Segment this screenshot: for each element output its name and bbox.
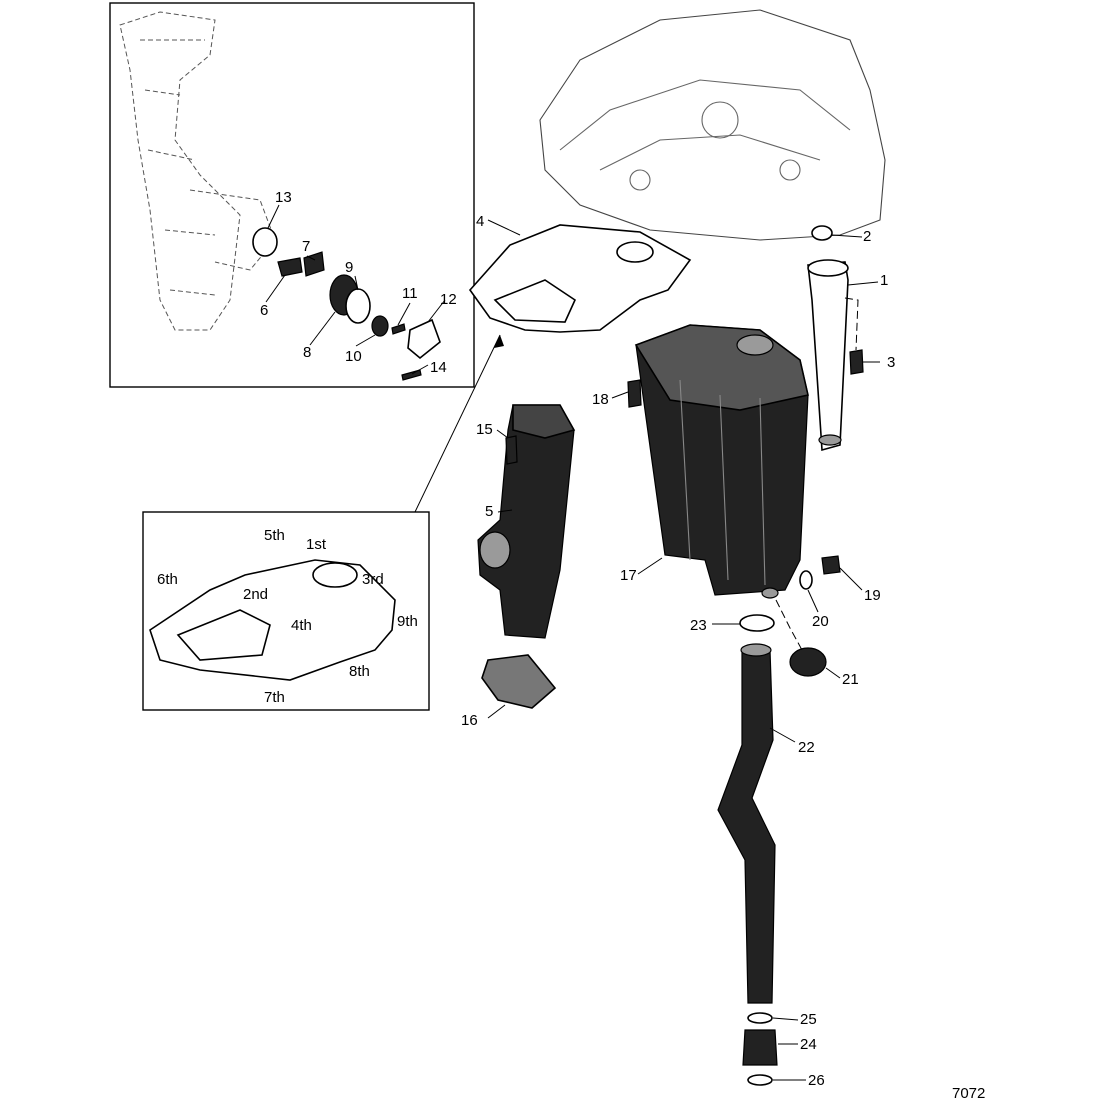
callout-24: 24 — [800, 1036, 817, 1053]
part-4-adapter-gasket — [468, 224, 692, 333]
callout-21: 21 — [842, 671, 859, 688]
part-10-oring — [371, 315, 389, 337]
part-25-ring — [747, 1012, 773, 1024]
callout-12: 12 — [440, 291, 457, 308]
pump-parts-inset — [252, 227, 441, 381]
part-9-seal — [345, 288, 371, 324]
seq-3rd: 3rd — [362, 571, 384, 588]
part-14-screw — [401, 369, 422, 381]
callout-5: 5 — [485, 503, 493, 520]
seq-7th: 7th — [264, 689, 285, 706]
callout-10: 10 — [345, 348, 362, 365]
leader-lines — [265, 204, 880, 1081]
seq-6th: 6th — [157, 571, 178, 588]
callout-25: 25 — [800, 1011, 817, 1028]
callout-labels: 1 2 3 4 5 6 7 8 9 10 11 12 13 14 15 16 1… — [260, 189, 895, 1089]
callout-3: 3 — [887, 354, 895, 371]
part-7-spring — [303, 251, 325, 277]
seq-5th: 5th — [264, 527, 285, 544]
part-18-bolt — [627, 379, 642, 408]
inset-exhaust-detail-frame — [109, 2, 475, 388]
callout-4: 4 — [476, 213, 484, 230]
seq-9th: 9th — [397, 613, 418, 630]
callout-22: 22 — [798, 739, 815, 756]
part-6-shaft — [277, 257, 303, 277]
part-21-grommet — [789, 647, 827, 677]
part-16-seal — [481, 654, 557, 709]
callout-7: 7 — [302, 238, 310, 255]
part-26-ring — [747, 1074, 773, 1086]
part-11-bolt — [391, 323, 406, 335]
callout-19: 19 — [864, 587, 881, 604]
inset-pointer-arrow — [414, 334, 501, 513]
figure-number: 7072 — [952, 1085, 985, 1100]
part-21-alignment-line — [775, 599, 803, 651]
callout-13: 13 — [275, 189, 292, 206]
part-5-exhaust-adapter — [477, 404, 576, 639]
torque-sequence-gasket — [149, 559, 396, 681]
callout-1: 1 — [880, 272, 888, 289]
callout-17: 17 — [620, 567, 637, 584]
sequence-labels: 1st 2nd 3rd 4th 5th 6th 7th 8th 9th — [157, 527, 418, 706]
part-13-gasket-ring — [252, 227, 278, 257]
callout-2: 2 — [863, 228, 871, 245]
callout-26: 26 — [808, 1072, 825, 1089]
callout-18: 18 — [592, 391, 609, 408]
seq-2nd: 2nd — [243, 586, 268, 603]
callout-6: 6 — [260, 302, 268, 319]
callout-11: 11 — [402, 285, 418, 302]
part-23-ring — [739, 614, 775, 632]
callout-23: 23 — [690, 617, 707, 634]
seq-4th: 4th — [291, 617, 312, 634]
part-24-bushing — [742, 1029, 778, 1066]
part-1-tube — [807, 259, 849, 452]
callout-8: 8 — [303, 344, 311, 361]
callout-15: 15 — [476, 421, 493, 438]
seq-1st: 1st — [306, 536, 327, 553]
part-17-oil-sump — [634, 324, 809, 599]
part-19-drain-plug — [821, 555, 841, 575]
callout-14: 14 — [430, 359, 447, 376]
callout-16: 16 — [461, 712, 478, 729]
part-15-bolt — [505, 435, 518, 465]
seq-8th: 8th — [349, 663, 370, 680]
inset-pointer-arrowhead — [494, 335, 504, 348]
part-22-exhaust-pipe — [717, 643, 776, 1004]
callout-20: 20 — [812, 613, 829, 630]
part-20-washer — [799, 570, 813, 590]
engine-block-ghost — [539, 9, 886, 241]
part-3-bolt — [849, 349, 864, 375]
part-2-oring — [811, 225, 833, 241]
callout-9: 9 — [345, 259, 353, 276]
part-3-alignment-line — [844, 297, 859, 351]
